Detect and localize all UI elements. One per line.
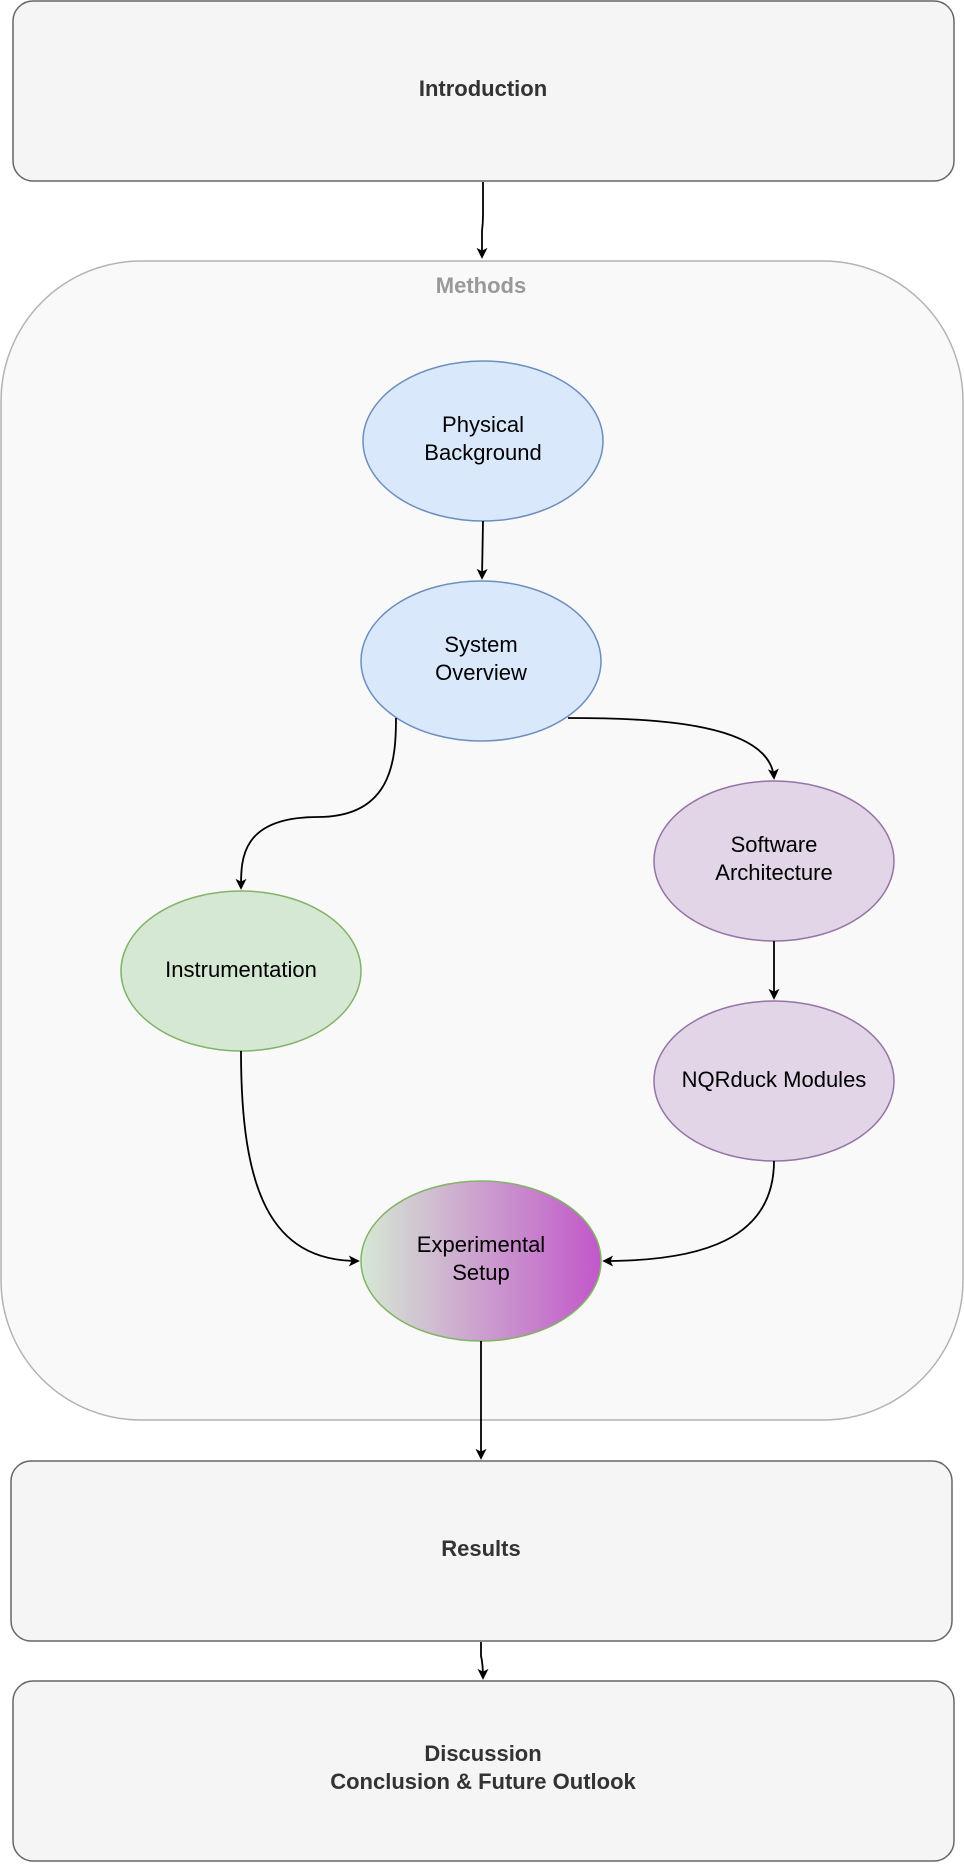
node-system-overview: System Overview [360,580,602,742]
edge-system-overview-to-software-architecture [567,717,779,780]
nqrduck-modules-label: NQRduck Modules [682,1067,867,1092]
node-nqrduck-modules: NQRduck Modules [653,1000,895,1162]
node-instrumentation: Instrumentation [120,890,362,1052]
results-label: Results [441,1536,520,1561]
experimental-setup-line1: Experimental [417,1232,545,1257]
software-architecture-line2: Architecture [715,860,832,885]
software-architecture-line1: Software [731,832,818,857]
introduction-label: Introduction [419,76,547,101]
physical-background-line1: Physical [442,412,524,437]
edge-introduction-to-methods [476,182,488,259]
instrumentation-label: Instrumentation [165,957,317,982]
methods-label: Methods [436,273,526,298]
experimental-setup-line2: Setup [452,1260,510,1285]
edge-system-overview-to-instrumentation [235,717,397,890]
node-experimental-setup: Experimental Setup [360,1180,602,1342]
system-overview-line2: Overview [435,660,527,685]
conclusion-outlook-label: Conclusion & Future Outlook [330,1769,636,1794]
edge-instrumentation-to-experimental-setup [240,1050,360,1267]
node-physical-background: Physical Background [362,360,604,522]
results-box: Results [10,1460,953,1642]
introduction-box: Introduction [12,0,955,182]
edge-physical-background-to-system-overview [476,520,488,580]
node-software-architecture: Software Architecture [653,780,895,942]
edge-nqrduck-modules-to-experimental-setup [602,1160,775,1267]
physical-background-line2: Background [424,440,541,465]
system-overview-line1: System [444,632,517,657]
discussion-label: Discussion [424,1741,541,1766]
discussion-box: Discussion Conclusion & Future Outlook [12,1680,955,1862]
edge-results-to-discussion [477,1642,489,1680]
